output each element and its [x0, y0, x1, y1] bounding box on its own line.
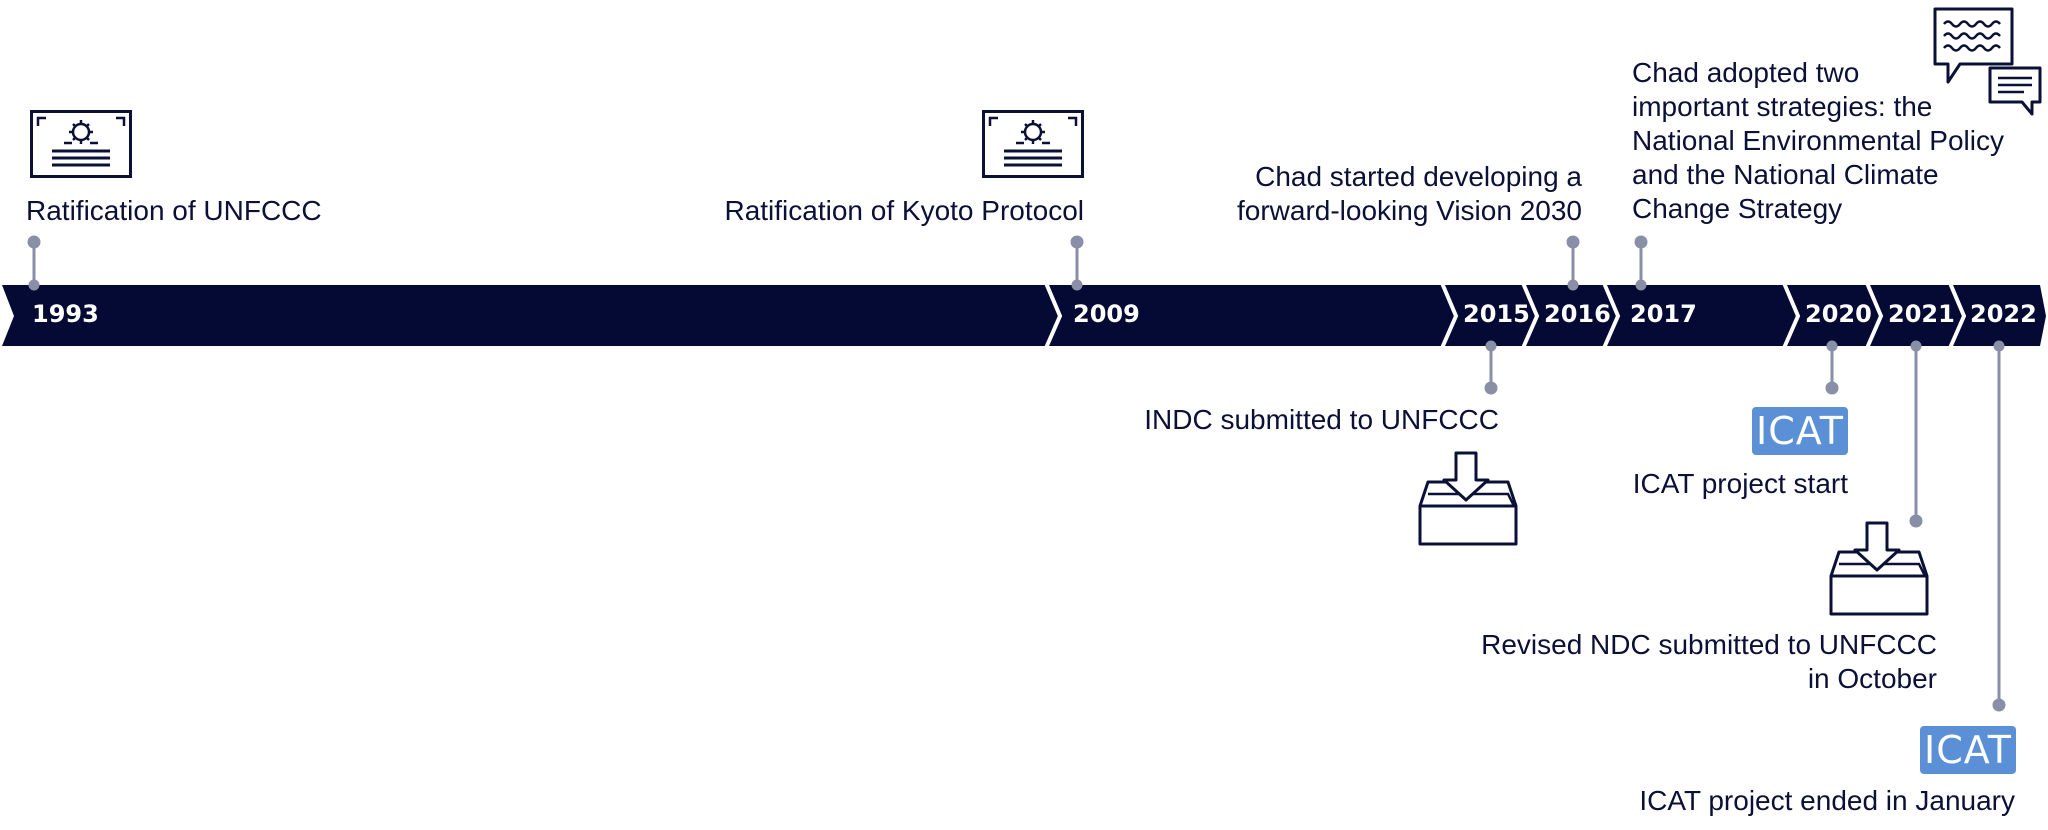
segment-separators — [1044, 282, 1967, 349]
event-vision-2030: Chad started developing a forward-lookin… — [1237, 160, 1582, 228]
event-vision-2030-line-2: forward-looking Vision 2030 — [1236, 195, 1582, 226]
year-2017: 2017 — [1630, 300, 1697, 328]
event-icat-end: ICAT project ended in January — [1639, 785, 2015, 816]
event-revised-ndc: Revised NDC submitted to UNFCCC in Octob… — [1481, 628, 1937, 696]
event-icat-start: ICAT project start — [1632, 468, 1848, 499]
event-unfccc-ratification: Ratification of UNFCCC — [26, 195, 322, 226]
icat-logo: ICAT — [1752, 407, 1848, 455]
event-vision-2030-line-1: Chad started developing a — [1255, 161, 1582, 192]
event-strategies-line-5: Change Strategy — [1632, 193, 1843, 224]
year-2015: 2015 — [1463, 300, 1530, 328]
event-strategies-line-1: Chad adopted two — [1632, 57, 1860, 88]
timeline-band-shape — [2, 285, 2046, 346]
ballot-box-icon — [1418, 451, 1518, 546]
certificate-icon — [30, 110, 132, 178]
year-2009: 2009 — [1073, 300, 1140, 328]
icat-logo: ICAT — [1920, 726, 2016, 774]
event-indc-submitted: INDC submitted to UNFCCC — [1144, 404, 1499, 435]
event-strategies-line-2: important strategies: the — [1632, 91, 1933, 122]
event-revised-ndc-line-1: Revised NDC submitted to UNFCCC — [1481, 629, 1937, 660]
certificate-icon — [982, 110, 1084, 178]
ballot-box-icon — [1829, 521, 1929, 616]
year-2022: 2022 — [1970, 300, 2037, 328]
year-1993: 1993 — [32, 300, 99, 328]
year-2016: 2016 — [1544, 300, 1611, 328]
year-2021: 2021 — [1888, 300, 1955, 328]
event-strategies-line-3: National Environmental Policy — [1632, 125, 2004, 156]
year-2020: 2020 — [1805, 300, 1872, 328]
event-strategies-line-4: and the National Climate — [1632, 159, 1939, 190]
event-strategies: Chad adopted two important strategies: t… — [1632, 56, 2004, 226]
connectors — [27, 235, 2006, 712]
event-revised-ndc-line-2: in October — [1807, 663, 1937, 694]
event-kyoto-ratification: Ratification of Kyoto Protocol — [724, 195, 1084, 226]
speech-bubbles-icon — [1933, 7, 2042, 116]
